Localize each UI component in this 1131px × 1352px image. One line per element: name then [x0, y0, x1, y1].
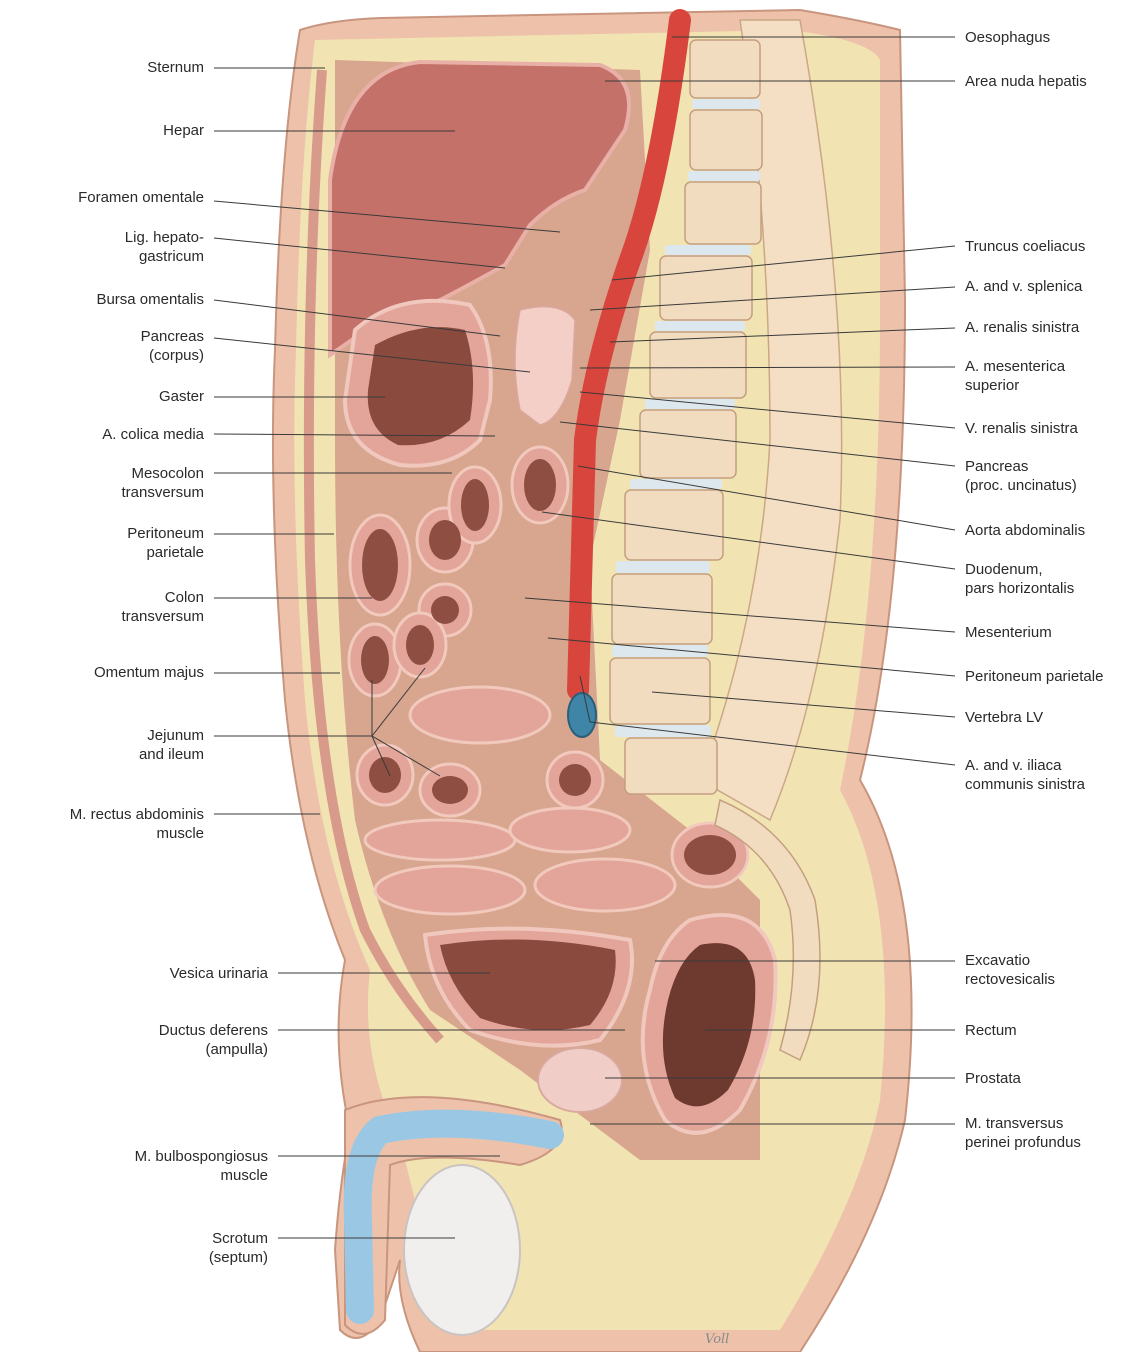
label-m-rectus-abdominis: M. rectus abdominis muscle: [69, 806, 204, 842]
label-v-renalis-sinistra: V. renalis sinistra: [965, 420, 1078, 437]
label-mesocolon-transversum: Mesocolon transversum: [121, 465, 204, 501]
aorta-vessel: [567, 9, 691, 701]
stomach-lumen: [367, 327, 474, 446]
label-a-renalis-sinistra: A. renalis sinistra: [965, 319, 1080, 336]
label-peritoneum-parietale-right: Peritoneum parietale: [965, 668, 1104, 685]
label-a-v-splenica: A. and v. splenica: [965, 278, 1083, 295]
label-aorta-abdominalis: Aorta abdominalis: [965, 522, 1086, 539]
label-m-bulbospongiosus: M. bulbospongiosus muscle: [134, 1148, 268, 1184]
label-jejunum-ileum: Jejunum and ileum: [138, 727, 204, 763]
intervertebral-discs: [612, 99, 760, 737]
label-m-transversus-perinei: M. transversus perinei profundus: [965, 1115, 1081, 1151]
label-gaster: Gaster: [158, 388, 204, 405]
bladder-lumen: [440, 939, 616, 1031]
corpus-spongiosum: [343, 1109, 564, 1324]
label-excavatio-rectovesicalis: Excavatio rectovesicalis: [965, 952, 1056, 988]
label-pancreas-uncinatus: Pancreas (proc. uncinatus): [965, 458, 1077, 494]
rectum-lumen: [662, 943, 756, 1107]
testis-shape: [403, 1164, 521, 1336]
label-omentum-majus: Omentum majus: [93, 664, 204, 681]
iliac-vein-cross: [567, 692, 597, 738]
label-oesophagus: Oesophagus: [965, 29, 1051, 46]
label-peritoneum-parietale-left: Peritoneum parietale: [127, 525, 204, 561]
leader-lines: [213, 36, 956, 1239]
label-area-nuda-hepatis: Area nuda hepatis: [965, 73, 1087, 90]
label-ductus-deferens: Ductus deferens (ampulla): [158, 1022, 268, 1058]
label-colon-transversum: Colon transversum: [121, 589, 204, 625]
label-a-mesenterica-superior: A. mesenterica superior: [965, 358, 1066, 394]
label-prostata: Prostata: [965, 1070, 1021, 1087]
label-rectum: Rectum: [965, 1022, 1017, 1039]
label-vertebra-lv: Vertebra LV: [965, 709, 1044, 726]
sacrum: [714, 798, 821, 1062]
rectus-muscle: [303, 69, 444, 1044]
label-vesica-urinaria: Vesica urinaria: [169, 965, 268, 982]
label-lig-hepatogastricum: Lig. hepato- gastricum: [124, 229, 204, 265]
label-pancreas-corpus: Pancreas (corpus): [140, 328, 204, 364]
label-scrotum: Scrotum (septum): [208, 1230, 268, 1266]
label-a-colica-media: A. colica media: [102, 426, 204, 443]
prostate-shape: [537, 1047, 623, 1113]
label-mesenterium: Mesenterium: [965, 624, 1052, 641]
artist-signature: Voll: [705, 1332, 730, 1347]
pancreas-shape: [514, 305, 576, 426]
label-duodenum-horizontalis: Duodenum, pars horizontalis: [965, 561, 1075, 597]
label-foramen-omentale: Foramen omentale: [78, 189, 204, 206]
label-hepar: Hepar: [163, 122, 204, 139]
label-a-v-iliaca: A. and v. iliaca communis sinistra: [965, 757, 1086, 793]
vertebral-bodies: [609, 39, 763, 795]
intestine-loops: [347, 445, 750, 916]
label-truncus-coeliacus: Truncus coeliacus: [965, 238, 1086, 255]
intestine-lumens: [361, 459, 736, 875]
label-sternum: Sternum: [147, 59, 204, 76]
label-bursa-omentalis: Bursa omentalis: [96, 291, 204, 308]
